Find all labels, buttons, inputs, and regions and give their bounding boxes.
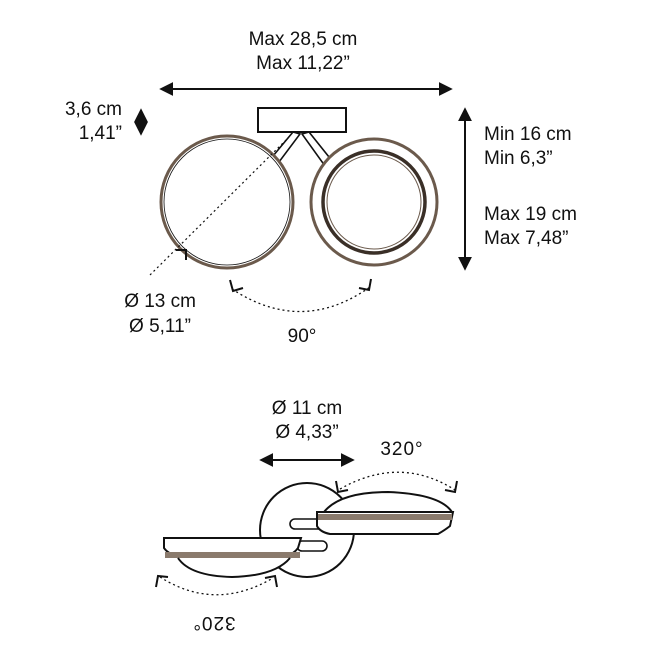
right-shade-bowl <box>323 490 453 513</box>
rotation-label-90: 90° <box>288 326 317 347</box>
base-diameter-cm: Ø 11 cm <box>272 398 342 419</box>
right-shade-inner-edge <box>326 154 422 250</box>
left-shade-edge <box>163 138 291 266</box>
left-shade <box>159 134 295 270</box>
connector-lower <box>296 540 328 552</box>
right-shade-inner <box>321 149 427 255</box>
rotation-arc-left-end-a <box>155 574 169 588</box>
diameter-tick <box>176 249 187 260</box>
min-height-cm: Min 16 cm <box>484 124 572 145</box>
rotation-arc-90-end-left <box>229 279 244 293</box>
rotation-arc-right <box>339 471 456 491</box>
canopy <box>257 107 347 133</box>
rotation-arc-left <box>159 576 274 596</box>
shade-diameter-cm: Ø 13 cm <box>124 291 196 312</box>
rotation-label-right: 320° <box>380 439 423 460</box>
left-shade-bowl <box>177 557 291 579</box>
min-height-in: Min 6,3” <box>484 148 553 169</box>
canopy-height-in: 1,41” <box>79 123 122 144</box>
max-height-in: Max 7,48” <box>484 228 568 249</box>
left-shade-band <box>165 552 300 558</box>
right-shade-band <box>318 514 452 520</box>
canopy-height-cm: 3,6 cm <box>65 99 122 120</box>
max-height-cm: Max 19 cm <box>484 204 577 225</box>
rotation-label-left: 320° <box>192 612 235 633</box>
rotation-arc-90-end-right <box>358 278 372 292</box>
rotation-arc-90 <box>231 286 371 313</box>
shade-diameter-in: Ø 5,11” <box>129 316 191 337</box>
rotation-arc-right-end-a <box>335 480 349 494</box>
rotation-arc-right-end-b <box>444 480 458 494</box>
rotation-arc-left-end-b <box>264 574 278 588</box>
width-label-cm: Max 28,5 cm <box>249 29 358 50</box>
width-label-in: Max 11,22” <box>256 53 350 74</box>
base-diameter-in: Ø 4,33” <box>275 422 338 443</box>
diameter-leader <box>149 139 287 276</box>
